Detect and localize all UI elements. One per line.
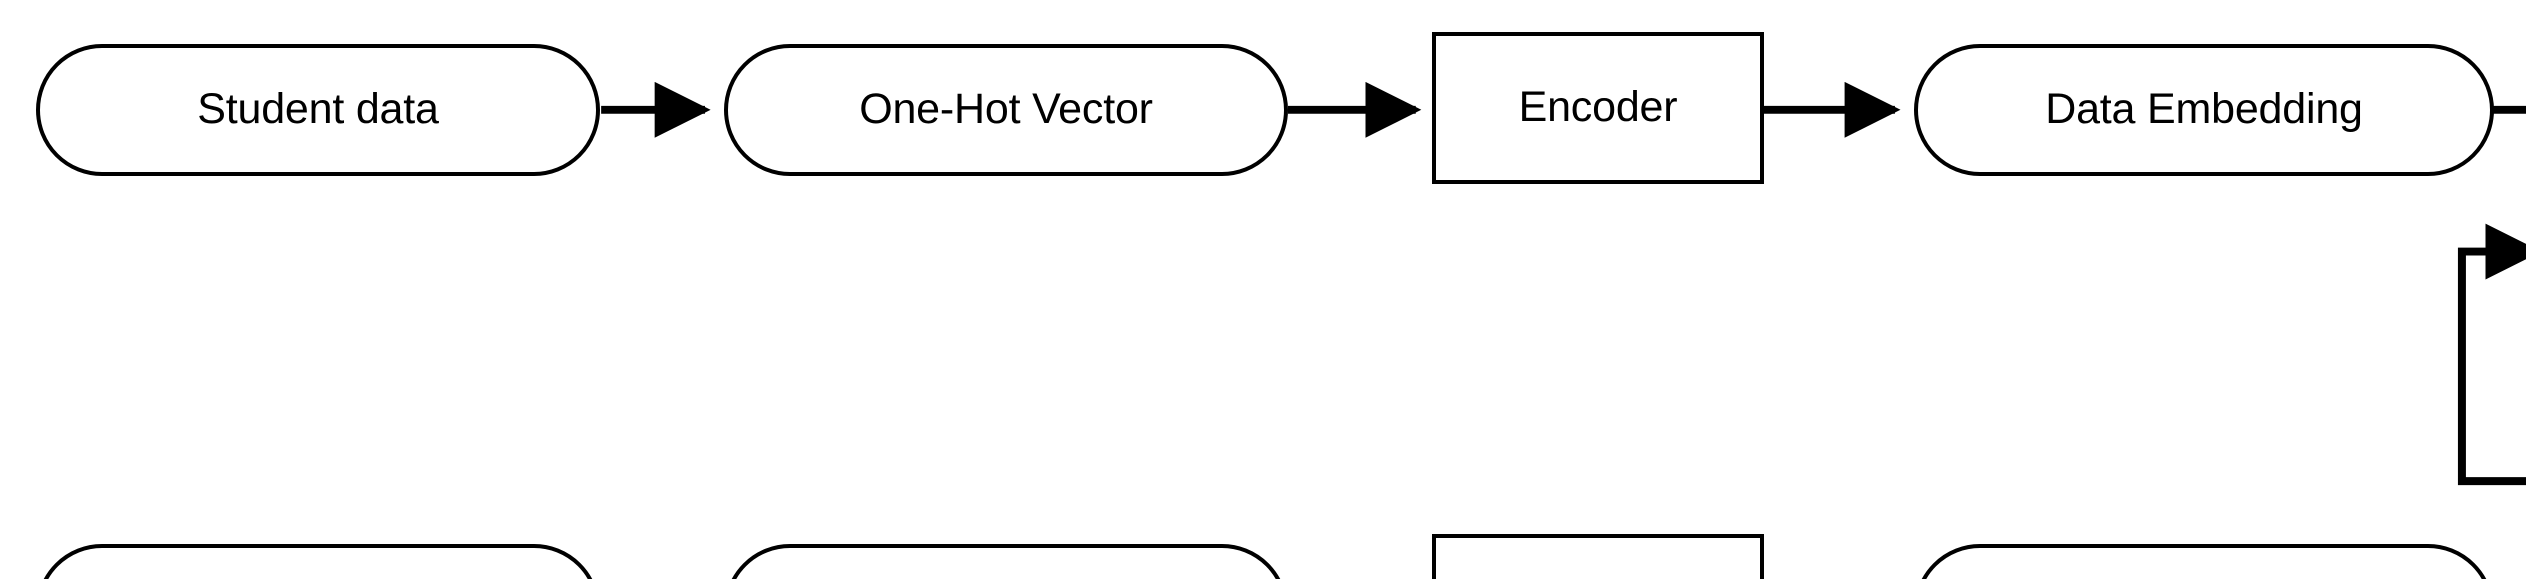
node-label-data-embedding-top: Data Embedding (2045, 85, 2363, 134)
node-encoder[interactable]: Encoder (1432, 32, 1764, 184)
node-label-one-hot-vector-top: One-Hot Vector (859, 85, 1153, 134)
node-data-embedding-top[interactable]: Data Embedding (1914, 44, 2494, 176)
node-data-embedding-bottom[interactable]: Data Embedding (1914, 544, 2494, 579)
node-label-student-data: Student data (197, 85, 439, 134)
edge-generator-to-embedding-bottom (2512, 549, 2526, 579)
node-synthetic-data[interactable]: Synthetic data (36, 544, 600, 579)
node-decoder[interactable]: Decoder (1432, 534, 1764, 579)
node-student-data[interactable]: Student data (36, 44, 600, 176)
node-one-hot-vector-bottom[interactable]: One-Hot Vector (724, 544, 1288, 579)
node-label-encoder: Encoder (1518, 83, 1678, 132)
edge-generator-to-discriminator (2457, 223, 2526, 486)
edge-embedding-to-discriminator (2491, 105, 2526, 114)
node-one-hot-vector-top[interactable]: One-Hot Vector (724, 44, 1288, 176)
